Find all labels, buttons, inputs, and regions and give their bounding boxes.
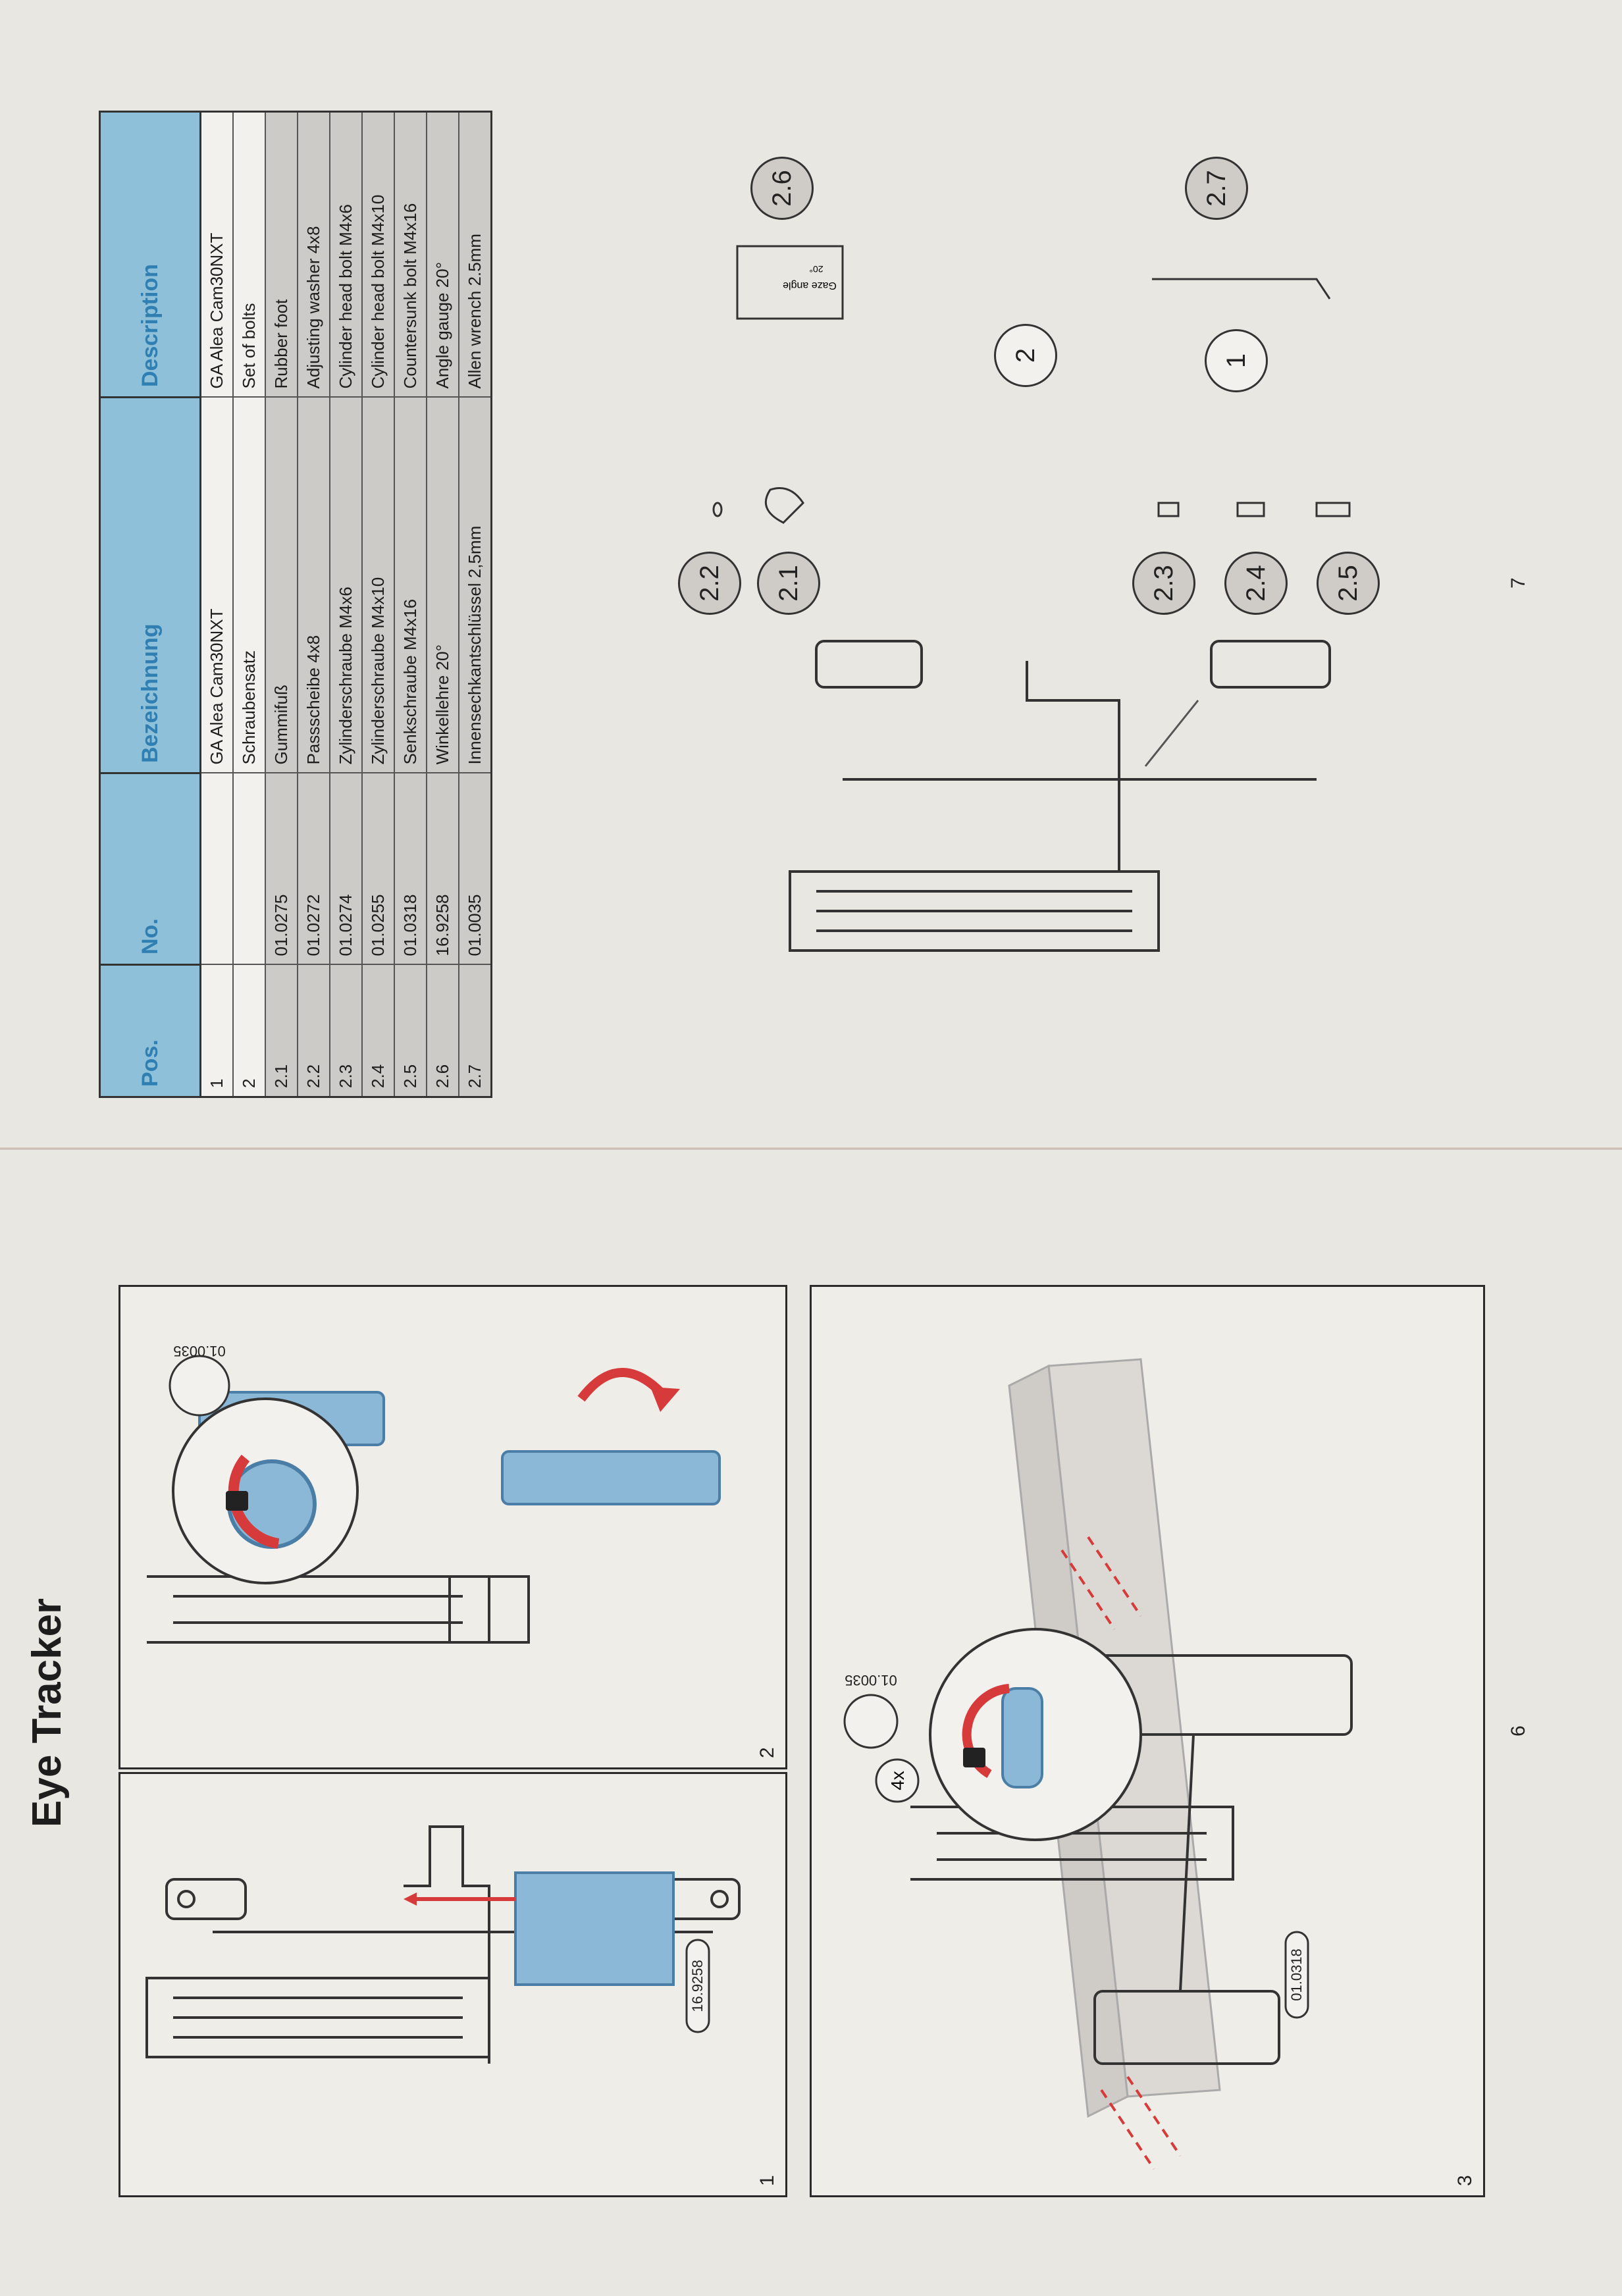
cell-bezeichnung: Zylinderschraube M4x10 bbox=[362, 397, 394, 773]
cell-no: 01.0255 bbox=[362, 773, 394, 965]
cell-description: Cylinder head bolt M4x6 bbox=[330, 111, 362, 398]
bolt-m4x16-icon bbox=[1315, 502, 1351, 517]
part-ref-badge bbox=[685, 1939, 710, 2033]
page-6: Eye Tracker 1 16.9258 bbox=[0, 1148, 1622, 2296]
column-header-pos: Pos. bbox=[99, 964, 201, 1097]
angle-gauge-icon bbox=[736, 245, 844, 320]
page-number: 6 bbox=[1507, 1725, 1529, 1736]
table-row: 2.4 01.0255 Zylinderschraube M4x10 Cylin… bbox=[362, 111, 394, 1097]
callout-2-4: 2.4 bbox=[1224, 552, 1288, 615]
cell-pos: 1 bbox=[200, 964, 233, 1097]
table-header-row: Pos. No. Bezeichnung Description bbox=[99, 111, 201, 1097]
column-header-bezeichnung: Bezeichnung bbox=[99, 397, 201, 773]
part-ref-badge bbox=[1284, 1931, 1309, 2019]
cell-description: Adjusting washer 4x8 bbox=[298, 111, 330, 398]
callout-2-3: 2.3 bbox=[1132, 552, 1195, 615]
table-row: 2 Schraubensatz Set of bolts bbox=[233, 111, 265, 1097]
bolt-m4x10-icon bbox=[1236, 502, 1265, 517]
gauge-angle: 20° bbox=[809, 264, 823, 274]
cell-bezeichnung: Innensechkantschlüssel 2,5mm bbox=[459, 397, 492, 773]
quantity-label: 4x bbox=[887, 1771, 908, 1790]
page-number: 7 bbox=[1507, 577, 1529, 588]
cell-description: Set of bolts bbox=[233, 111, 265, 398]
cell-no bbox=[200, 773, 233, 965]
step-panel-3: 3 4x bbox=[810, 1285, 1485, 2197]
step-panel-1: 1 16.9258 bbox=[118, 1772, 787, 2197]
cell-no: 01.0272 bbox=[298, 773, 330, 965]
cell-no: 01.0275 bbox=[265, 773, 298, 965]
bracket-part-illustration bbox=[789, 640, 1331, 952]
cell-pos: 2.7 bbox=[459, 964, 492, 1097]
cell-description: Allen wrench 2.5mm bbox=[459, 111, 492, 398]
cell-pos: 2.6 bbox=[427, 964, 459, 1097]
table-row: 2.6 16.9258 Winkellehre 20° Angle gauge … bbox=[427, 111, 459, 1097]
cell-bezeichnung: Gummifuß bbox=[265, 397, 298, 773]
step-panel-2: 2 01.0035 bbox=[118, 1285, 787, 1769]
cell-no: 01.0274 bbox=[330, 773, 362, 965]
cell-no: 16.9258 bbox=[427, 773, 459, 965]
parts-table: Pos. No. Bezeichnung Description 1 GA Al… bbox=[99, 111, 492, 1098]
allen-wrench-icon bbox=[1152, 278, 1331, 300]
lock-icon bbox=[226, 1491, 248, 1511]
callout-2-1: 2.1 bbox=[757, 552, 820, 615]
bolt-m4x6-icon bbox=[1157, 502, 1180, 517]
table-row: 2.3 01.0274 Zylinderschraube M4x6 Cylind… bbox=[330, 111, 362, 1097]
cell-pos: 2.2 bbox=[298, 964, 330, 1097]
cell-bezeichnung: Passscheibe 4x8 bbox=[298, 397, 330, 773]
small-parts-illustration: Gaze angle 20° bbox=[712, 245, 1351, 524]
cell-no: 01.0318 bbox=[394, 773, 427, 965]
cell-no: 01.0035 bbox=[459, 773, 492, 965]
allen-wrench-icon bbox=[169, 1355, 230, 1417]
cell-bezeichnung: Schraubensatz bbox=[233, 397, 265, 773]
allen-wrench-icon bbox=[843, 1694, 899, 1749]
part-ref-label: 01.0035 bbox=[173, 1343, 226, 1359]
document-title: Eye Tracker bbox=[24, 1598, 70, 1827]
cell-description: GA Alea Cam30NXT bbox=[200, 111, 233, 398]
cell-pos: 2 bbox=[233, 964, 265, 1097]
callout-2-2: 2.2 bbox=[678, 552, 741, 615]
part-ref-wrench-label: 01.0035 bbox=[845, 1672, 897, 1688]
bracket-mounting-illustration: 4x 01.0035 01.0318 bbox=[843, 1358, 1353, 2170]
cell-description: Angle gauge 20° bbox=[427, 111, 459, 398]
quantity-badge bbox=[875, 1758, 920, 1803]
table-row: 2.5 01.0318 Senkschraube M4x16 Countersu… bbox=[394, 111, 427, 1097]
callout-2-5: 2.5 bbox=[1317, 552, 1380, 615]
bracket-rotation-illustration: 01.0035 bbox=[147, 1343, 721, 1644]
cell-description: Cylinder head bolt M4x10 bbox=[362, 111, 394, 398]
washer-icon bbox=[712, 502, 723, 517]
cell-bezeichnung: Winkellehre 20° bbox=[427, 397, 459, 773]
table-row: 2.1 01.0275 Gummifuß Rubber foot bbox=[265, 111, 298, 1097]
table-row: 1 GA Alea Cam30NXT GA Alea Cam30NXT bbox=[200, 111, 233, 1097]
column-header-no: No. bbox=[99, 773, 201, 965]
cell-pos: 2.4 bbox=[362, 964, 394, 1097]
column-header-description: Description bbox=[99, 111, 201, 398]
lock-icon bbox=[963, 1748, 985, 1767]
gauge-label: Gaze angle bbox=[783, 280, 837, 291]
page-7: Pos. No. Bezeichnung Description 1 GA Al… bbox=[99, 111, 1529, 1098]
cell-bezeichnung: GA Alea Cam30NXT bbox=[200, 397, 233, 773]
cell-description: Rubber foot bbox=[265, 111, 298, 398]
rubber-foot-icon bbox=[764, 487, 804, 524]
cell-bezeichnung: Senkschraube M4x16 bbox=[394, 397, 427, 773]
cell-pos: 2.5 bbox=[394, 964, 427, 1097]
cell-bezeichnung: Zylinderschraube M4x6 bbox=[330, 397, 362, 773]
cell-pos: 2.3 bbox=[330, 964, 362, 1097]
part-ref-bolt-label: 01.0318 bbox=[1288, 1948, 1305, 2001]
cell-pos: 2.1 bbox=[265, 964, 298, 1097]
cell-no bbox=[233, 773, 265, 965]
table-row: 2.7 01.0035 Innensechkantschlüssel 2,5mm… bbox=[459, 111, 492, 1097]
cell-description: Countersunk bolt M4x16 bbox=[394, 111, 427, 398]
table-row: 2.2 01.0272 Passscheibe 4x8 Adjusting wa… bbox=[298, 111, 330, 1097]
bracket-with-gauge-illustration: 16.9258 bbox=[145, 1825, 741, 2064]
part-ref-label: 16.9258 bbox=[689, 1960, 706, 2012]
